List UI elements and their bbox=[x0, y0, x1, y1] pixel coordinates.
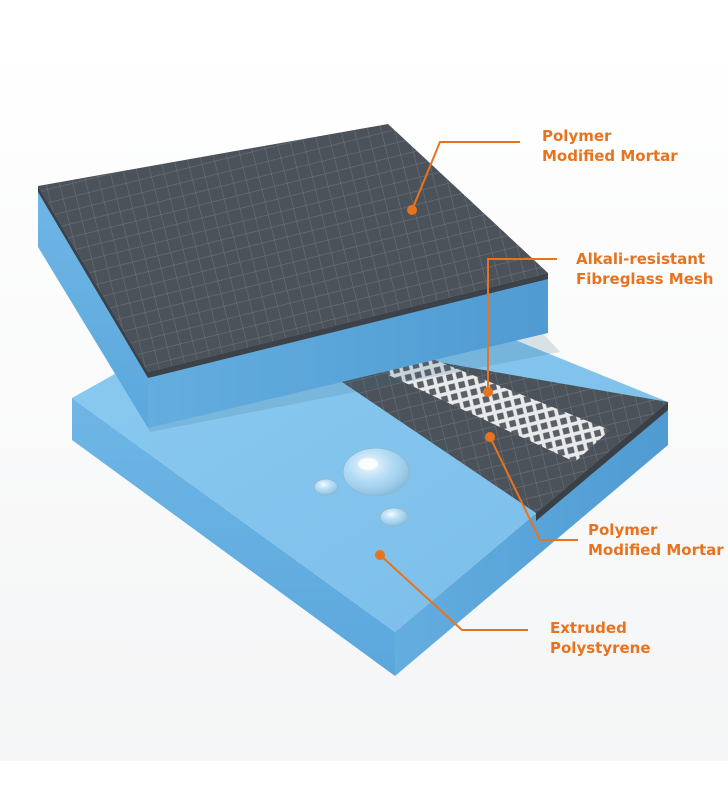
lower-mortar-edge bbox=[536, 402, 668, 521]
leader-top-mortar bbox=[411, 141, 520, 211]
label-foam-line2: Polystyrene bbox=[550, 639, 651, 657]
dot-lower-mortar bbox=[485, 432, 495, 442]
leader-dots bbox=[375, 205, 495, 560]
top-board-left-face bbox=[38, 186, 148, 428]
top-mortar-face bbox=[38, 124, 548, 372]
leader-lines bbox=[379, 141, 578, 631]
label-foam: Extruded Polystyrene bbox=[550, 618, 651, 658]
top-board bbox=[38, 124, 560, 432]
leader-foam bbox=[379, 554, 528, 631]
small-droplet-bottom bbox=[379, 507, 409, 527]
leader-lower-mortar bbox=[489, 436, 578, 541]
water-droplets bbox=[313, 447, 410, 527]
label-top-mortar-line2: Modified Mortar bbox=[542, 147, 678, 165]
label-top-mortar: Polymer Modified Mortar bbox=[542, 126, 678, 166]
label-lower-mortar-line2: Modified Mortar bbox=[588, 541, 724, 559]
label-top-mortar-line1: Polymer bbox=[542, 127, 612, 145]
label-lower-mortar-line1: Polymer bbox=[588, 521, 658, 539]
top-board-front-face bbox=[148, 273, 548, 428]
bottom-board-right-face bbox=[395, 402, 668, 676]
lower-mortar-strip bbox=[342, 352, 668, 513]
bottom-board-front-face bbox=[72, 398, 395, 676]
label-lower-mortar: Polymer Modified Mortar bbox=[588, 520, 724, 560]
label-mesh: Alkali-resistant Fibreglass Mesh bbox=[576, 249, 713, 289]
dot-foam bbox=[375, 550, 385, 560]
small-droplet-left bbox=[313, 478, 339, 496]
dot-top-mortar bbox=[407, 205, 417, 215]
label-mesh-line1: Alkali-resistant bbox=[576, 250, 706, 268]
label-foam-line1: Extruded bbox=[550, 619, 627, 637]
large-droplet bbox=[342, 447, 410, 497]
leader-mesh bbox=[487, 258, 557, 392]
label-mesh-line2: Fibreglass Mesh bbox=[576, 270, 714, 288]
fibreglass-mesh-band bbox=[382, 350, 610, 462]
dot-mesh bbox=[483, 387, 493, 397]
